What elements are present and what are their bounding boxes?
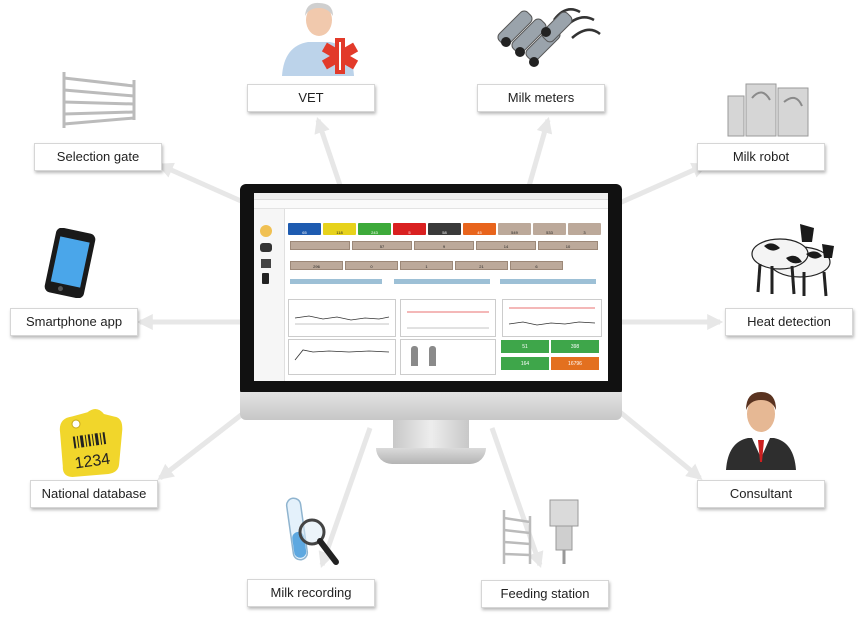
smartphone-icon (44, 228, 96, 298)
kpi-tile-value: 65 (302, 230, 307, 235)
status-cell[interactable]: 6 (510, 261, 563, 270)
arrow-milk-robot (613, 162, 708, 208)
consultant-label: Consultant (697, 480, 825, 508)
chart-panel-3 (502, 299, 602, 337)
silo-panel (400, 339, 496, 375)
arrow-milk-recording (318, 427, 373, 569)
status-cell[interactable]: 14 (476, 241, 536, 250)
kpi-tile[interactable]: 65 (288, 223, 321, 235)
kpi-tile-value: 549 (511, 230, 518, 235)
left-sidebar (254, 209, 285, 381)
kpi-tile-value: 58 (442, 230, 447, 235)
arrow-consultant (618, 410, 703, 481)
status-cell-value: 296 (313, 264, 320, 269)
monitor-neck (393, 420, 469, 450)
kpi-tile-value: 3 (583, 230, 586, 235)
status-cell-value: 57 (379, 244, 385, 249)
selection-gate-label: Selection gate (34, 143, 162, 171)
status-cell[interactable] (290, 241, 350, 250)
status-cell[interactable]: 10 (538, 241, 598, 250)
summary-tile-value: 398 (570, 344, 580, 350)
summary-tile[interactable]: 16796 (550, 356, 600, 371)
status-cell-value: 0 (370, 264, 373, 269)
kpi-tile[interactable]: 45 (463, 223, 496, 235)
national-database-label: National database (30, 480, 158, 508)
vet-doctor-icon (282, 2, 359, 76)
status-cell[interactable]: 296 (290, 261, 343, 270)
summary-tile[interactable]: 51 (500, 339, 550, 354)
kpi-tile-value: 243 (371, 230, 378, 235)
selection-gate-icon (62, 72, 136, 128)
kpi-tile[interactable]: 243 (358, 223, 391, 235)
status-cell[interactable]: 9 (414, 241, 474, 250)
kpi-tile[interactable]: 533 (533, 223, 566, 235)
action-button-2[interactable] (394, 279, 490, 284)
status-cell[interactable]: 21 (455, 261, 508, 270)
monitor-foot (376, 448, 486, 464)
feeding-station-label: Feeding station (481, 580, 609, 608)
milk-recording-label: Milk recording (247, 579, 375, 607)
action-button-1[interactable] (290, 279, 382, 284)
summary-tile[interactable]: 398 (550, 339, 600, 354)
kpi-tile[interactable]: 118 (323, 223, 356, 235)
ear-tag-number: 1234 (74, 451, 112, 473)
kpi-tile[interactable]: 5 (393, 223, 426, 235)
summary-tile-value: 16796 (568, 361, 582, 367)
kpi-tile[interactable]: 58 (428, 223, 461, 235)
arrow-national-database (157, 410, 247, 480)
vet-label: VET (247, 84, 375, 112)
milk-meters-label: Milk meters (477, 84, 605, 112)
kpi-tile-value: 533 (546, 230, 553, 235)
arrow-selection-gate (157, 162, 252, 208)
kpi-tile-value: 45 (477, 230, 482, 235)
status-cell-value: 21 (479, 264, 484, 269)
status-cell[interactable]: 57 (352, 241, 412, 250)
status-cell-value: 6 (535, 264, 538, 269)
kpi-tile-value: 118 (336, 230, 343, 235)
smartphone-app-label: Smartphone app (10, 308, 138, 336)
chart-panel-2 (400, 299, 496, 337)
milk-robot-icon (727, 83, 809, 137)
summary-tile-value: 51 (522, 344, 528, 350)
toolbar (254, 200, 608, 209)
kpi-tile[interactable]: 3 (568, 223, 601, 235)
dashboard-screen: 65 118 243 5 58 45 549 533 3 57 9 14 10 296 0 1 21 6 51 3… (254, 193, 608, 381)
window-titlebar (254, 193, 608, 200)
kpi-tile-value: 5 (408, 230, 411, 235)
ear-tag-icon: 1234 (59, 409, 123, 478)
feeding-station-icon (502, 499, 579, 564)
arrow-feeding-station (489, 427, 544, 569)
cows-icon (751, 224, 834, 297)
monitor-chin (240, 392, 622, 420)
status-cell-value: 9 (442, 244, 446, 249)
status-cell[interactable]: 0 (345, 261, 398, 270)
kpi-tile[interactable]: 549 (498, 223, 531, 235)
status-cell-value: 1 (425, 264, 428, 269)
milk-robot-label: Milk robot (697, 143, 825, 171)
chart-panel-4 (288, 339, 396, 375)
action-button-3[interactable] (500, 279, 596, 284)
heat-detection-label: Heat detection (725, 308, 853, 336)
status-cell[interactable]: 1 (400, 261, 453, 270)
test-tube-magnifier-icon (285, 497, 339, 565)
chart-panel-1 (288, 299, 396, 337)
consultant-icon (726, 392, 796, 470)
summary-tile-value: 164 (520, 361, 530, 367)
status-cell-value: 14 (503, 244, 509, 249)
summary-tile[interactable]: 164 (500, 356, 550, 371)
status-cell-value: 10 (565, 244, 571, 249)
milk-meter-icon (497, 8, 601, 67)
